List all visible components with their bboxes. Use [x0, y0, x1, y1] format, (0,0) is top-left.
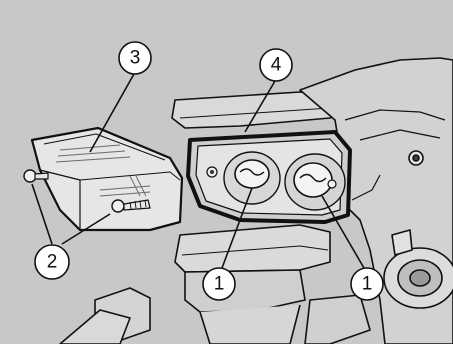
callout-2: 2 — [35, 245, 69, 279]
callout-3: 3 — [119, 42, 151, 74]
svg-text:2: 2 — [47, 252, 58, 273]
callout-1-left: 1 — [203, 268, 235, 300]
svg-text:1: 1 — [362, 274, 373, 295]
svg-text:4: 4 — [271, 55, 282, 76]
svg-text:3: 3 — [130, 48, 141, 69]
callout-1-right: 1 — [351, 268, 383, 300]
svg-text:1: 1 — [214, 274, 225, 295]
headlight-housing — [188, 132, 350, 222]
callout-4: 4 — [260, 49, 292, 81]
